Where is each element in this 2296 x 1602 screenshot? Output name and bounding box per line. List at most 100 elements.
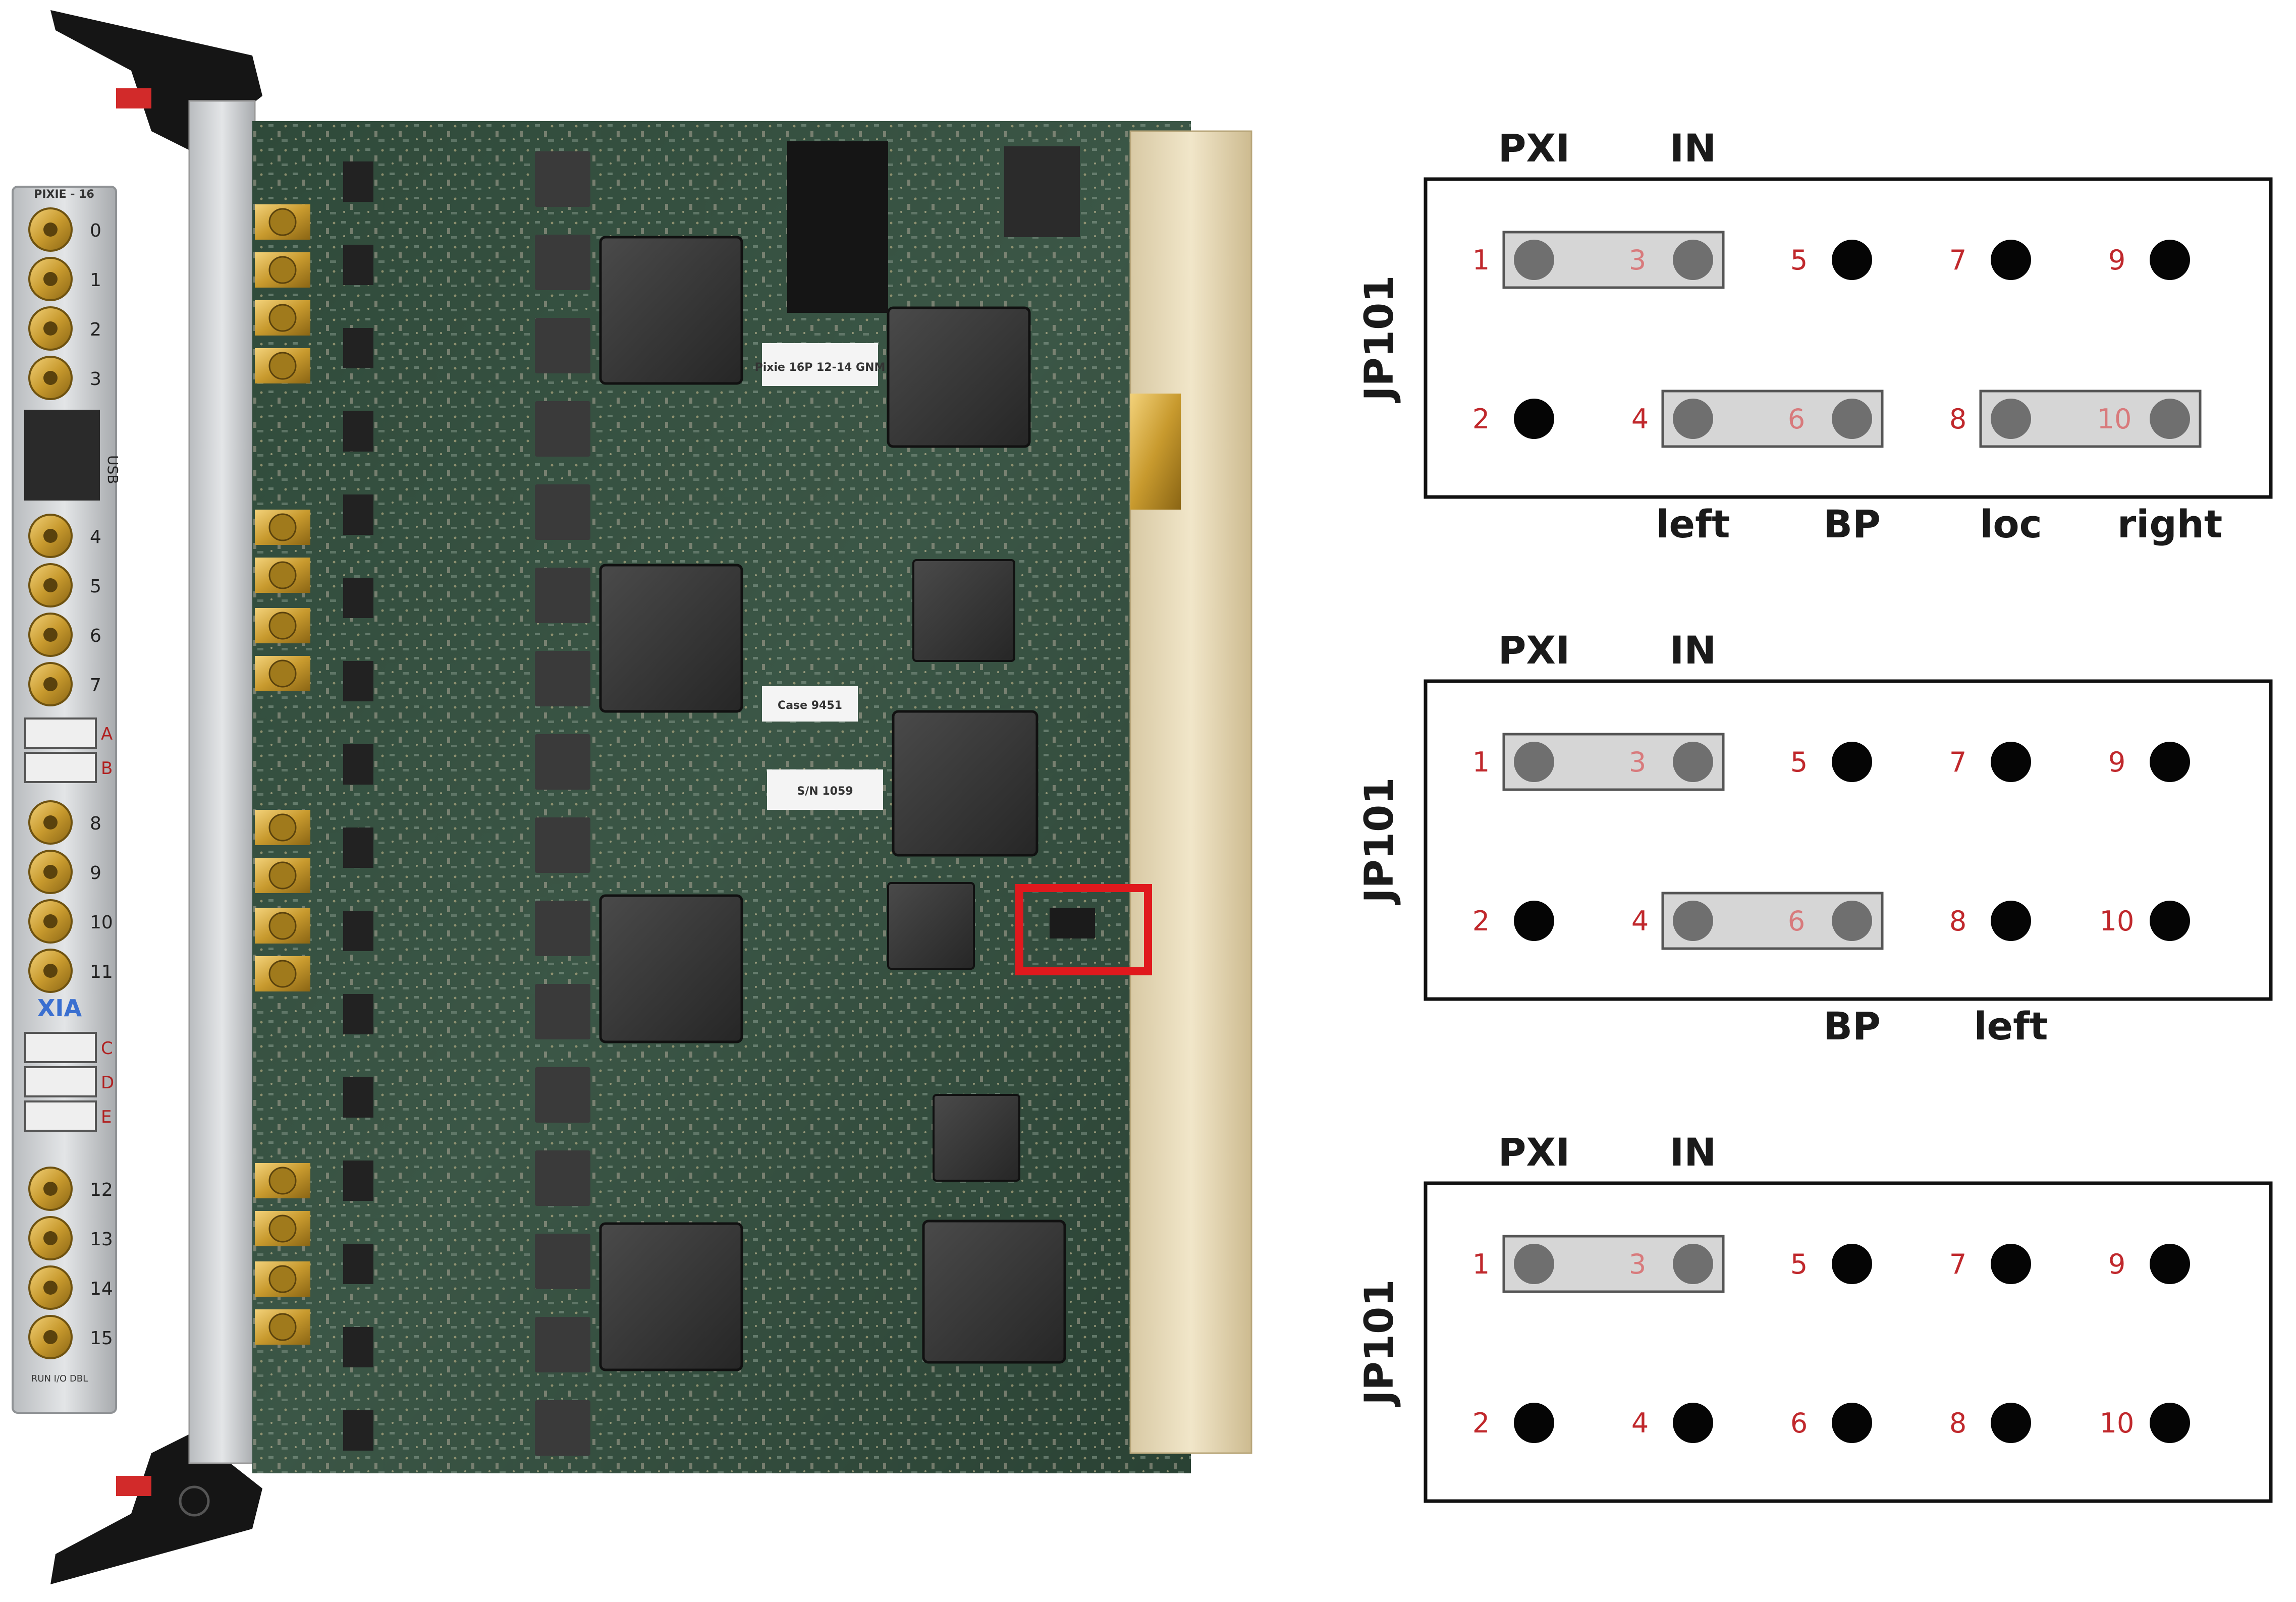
- header-pin: [1514, 399, 1554, 439]
- header-outline: [1424, 1181, 2273, 1503]
- pin-number: 3: [1629, 1248, 1646, 1280]
- header-pin: [1832, 1403, 1872, 1443]
- pin-number: 6: [1788, 403, 1805, 435]
- adc-chip: [535, 734, 590, 790]
- pin-number: 10: [2097, 403, 2132, 435]
- bottom-label: loc: [1980, 502, 2042, 546]
- bottom-label: right: [2117, 502, 2222, 546]
- jp101-highlight-box: [1015, 884, 1152, 975]
- support-chip: [933, 1094, 1020, 1182]
- header-pin: [1991, 1244, 2031, 1284]
- regulator: [787, 141, 888, 313]
- pin-number: 10: [2100, 1407, 2135, 1439]
- case-label: Case 9451: [778, 699, 842, 712]
- pin-number: 8: [1949, 1407, 1966, 1439]
- pin-number: 1: [1472, 244, 1490, 276]
- adc-chip: [535, 1234, 590, 1289]
- adc-chip: [535, 235, 590, 290]
- lemo-connector-pin: [43, 529, 58, 543]
- jp101-header-on-board: [1050, 908, 1095, 938]
- top-label: IN: [1670, 1130, 1716, 1175]
- backplane-power-contacts: [1130, 394, 1181, 510]
- sma-connector-face: [268, 1214, 297, 1243]
- header-pin: [1991, 901, 2031, 941]
- top-label: IN: [1670, 628, 1716, 673]
- channel-number: 11: [90, 962, 113, 982]
- header-pin: [1991, 742, 2031, 782]
- amplifier-chip: [343, 161, 373, 202]
- adc-chip: [535, 817, 590, 873]
- xia-logo: XIA: [37, 995, 82, 1022]
- pin-number: 8: [1949, 403, 1966, 435]
- sma-connector-face: [268, 256, 297, 284]
- header-pin: [2150, 1244, 2190, 1284]
- jumper-name-label: JP101: [1357, 275, 1402, 403]
- channel-number: 4: [90, 527, 101, 547]
- header-pin: [2150, 240, 2190, 280]
- header-pin: [1832, 240, 1872, 280]
- sma-connector-face: [268, 208, 297, 236]
- fpga-chip: [599, 236, 743, 385]
- fpga-chip: [599, 894, 743, 1043]
- fpga-chip: [599, 564, 743, 713]
- sma-connector-face: [268, 960, 297, 988]
- bottom-label: BP: [1823, 502, 1881, 546]
- connector-letter: A: [101, 724, 113, 744]
- sma-connector-face: [268, 813, 297, 842]
- sma-connector-face: [268, 561, 297, 589]
- digital-io-connector: [24, 752, 97, 783]
- lemo-connector-pin: [43, 964, 58, 978]
- amplifier-chip: [343, 1077, 373, 1118]
- adc-chip: [535, 984, 590, 1039]
- channel-number: 3: [90, 369, 101, 390]
- channel-number: 0: [90, 220, 101, 241]
- adc-chip: [535, 484, 590, 540]
- pin-number: 3: [1629, 746, 1646, 778]
- amplifier-chip: [343, 1244, 373, 1284]
- support-chip: [912, 559, 1015, 662]
- pin-number: 9: [2108, 244, 2125, 276]
- lemo-connector-pin: [43, 628, 58, 642]
- header-pin: [1514, 901, 1554, 941]
- amplifier-chip: [343, 411, 373, 452]
- pin-number: 4: [1631, 403, 1649, 435]
- led-labels: RUN I/O DBL: [31, 1373, 88, 1384]
- pin-number: 10: [2100, 905, 2135, 937]
- case-label-sticker: [762, 686, 858, 722]
- top-label: IN: [1670, 126, 1716, 171]
- header-outline: [1424, 679, 2273, 1001]
- connector-letter: D: [101, 1073, 114, 1093]
- support-chip: [887, 882, 975, 970]
- amplifier-chip: [343, 494, 373, 535]
- header-pin: [1514, 240, 1554, 280]
- adc-chip: [535, 1400, 590, 1456]
- pin-number: 9: [2108, 1248, 2125, 1280]
- channel-number: 14: [90, 1279, 113, 1299]
- header-pin: [1832, 399, 1872, 439]
- fpga-chip: [922, 1220, 1066, 1364]
- fpga-chip: [599, 1222, 743, 1371]
- amplifier-chip: [343, 744, 373, 785]
- pixie16-board-photo: PIXIE - 16 0123USB4567AB891011XIACDE1213…: [12, 10, 1252, 1584]
- bottom-ejector-handle: [50, 1433, 262, 1584]
- adc-chip: [535, 151, 590, 207]
- jumper-name-label: JP101: [1357, 1279, 1402, 1407]
- digital-io-connector: [24, 717, 97, 749]
- channel-number: 2: [90, 319, 101, 340]
- ethernet-port: [24, 410, 100, 501]
- adc-chip: [535, 318, 590, 373]
- sma-connector-face: [268, 1313, 297, 1341]
- sma-connector-face: [268, 1167, 297, 1195]
- ethernet-chip: [1004, 146, 1080, 237]
- header-pin: [2150, 1403, 2190, 1443]
- pin-number: 6: [1790, 1407, 1808, 1439]
- serial-label-sticker: [767, 769, 883, 810]
- bottom-label: BP: [1823, 1004, 1881, 1048]
- pin-number: 2: [1472, 905, 1490, 937]
- lemo-connector-pin: [43, 1281, 58, 1295]
- sma-connector-face: [268, 1265, 297, 1293]
